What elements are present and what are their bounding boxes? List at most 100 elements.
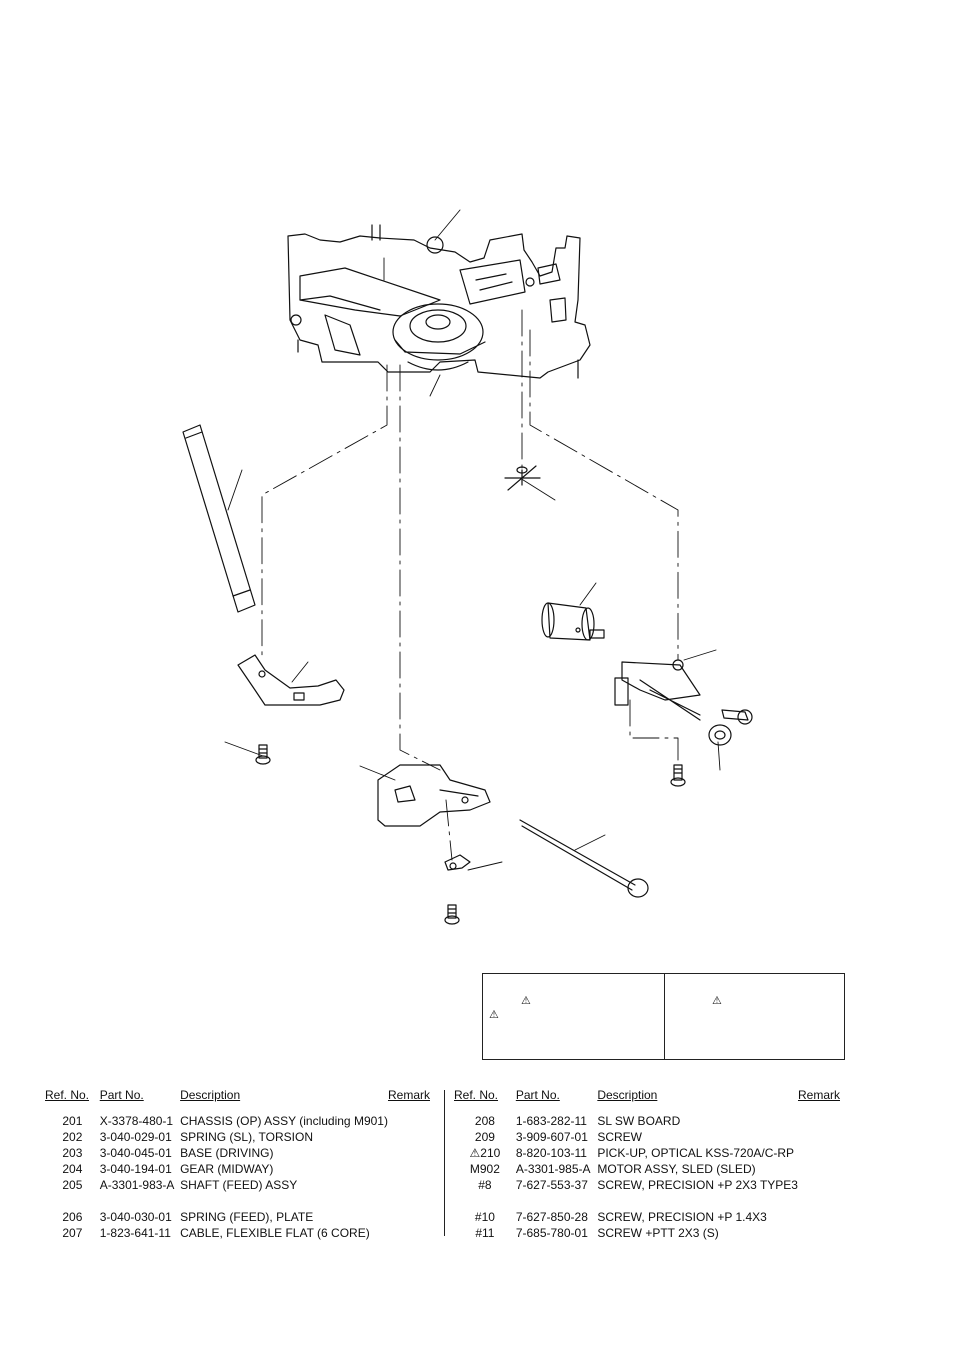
table-row: 205 A-3301-983-A SHAFT (FEED) ASSY (45, 1177, 430, 1193)
description: SPRING (FEED), PLATE (180, 1210, 314, 1224)
exploded-view-diagram (182, 209, 753, 925)
table-row: 204 3-040-194-01 GEAR (MIDWAY) (45, 1161, 430, 1177)
ref-no: #11 (475, 1226, 495, 1240)
part-no: A-3301-983-A (99, 1178, 175, 1192)
warning-icon: ⚠ (712, 995, 722, 1007)
col-description: Description (180, 1088, 241, 1102)
precision-screw (721, 709, 753, 725)
remark (388, 1113, 430, 1129)
remark (798, 1209, 840, 1225)
sled-motor (541, 602, 605, 641)
col-part-no: Part No. (515, 1088, 560, 1102)
part-no: 1-683-282-11 (515, 1114, 587, 1128)
spring-torsion-part (237, 654, 345, 706)
parts-table-right: Ref. No. Part No. Description Remark 208… (454, 1088, 840, 1241)
description: SCREW, PRECISION +P 2X3 TYPE3 (597, 1178, 798, 1192)
description: PICK-UP, OPTICAL KSS-720A/C-RP (597, 1146, 795, 1160)
warning-icon: ⚠ (521, 995, 531, 1007)
ref-no: 206 (62, 1210, 83, 1224)
part-no: 3-909-607-01 (515, 1130, 588, 1144)
spring-feed-plate (444, 854, 471, 871)
table-header: Ref. No. Part No. Description Remark (454, 1088, 840, 1113)
part-no: 8-820-103-11 (515, 1146, 587, 1160)
description: BASE (DRIVING) (180, 1146, 274, 1160)
motor-bracket (614, 659, 701, 721)
description: SPRING (SL), TORSION (180, 1130, 314, 1144)
table-row: 206 3-040-030-01 SPRING (FEED), PLATE (45, 1209, 430, 1225)
part-no: 7-627-553-37 (515, 1178, 588, 1192)
part-no: 3-040-029-01 (99, 1130, 172, 1144)
description: SHAFT (FEED) ASSY (180, 1178, 298, 1192)
screw-center-top (504, 465, 541, 491)
part-no: 3-040-030-01 (99, 1210, 172, 1224)
description: GEAR (MIDWAY) (180, 1162, 274, 1176)
chassis-assembly (287, 224, 591, 379)
screw-bottom (444, 904, 460, 925)
ref-no: 207 (62, 1226, 83, 1240)
ref-no: 204 (62, 1162, 83, 1176)
ref-no: #8 (478, 1178, 492, 1192)
table-row: 207 1-823-641-11 CABLE, FLEXIBLE FLAT (6 C… (45, 1225, 430, 1241)
remark (798, 1129, 840, 1145)
col-ref-no: Ref. No. (45, 1088, 90, 1102)
col-remark: Remark (797, 1088, 840, 1102)
ref-no: 203 (62, 1146, 83, 1160)
remark (388, 1129, 430, 1145)
dashed-assembly-lines (261, 257, 679, 861)
leader-lines (224, 209, 721, 871)
screw-left (255, 744, 271, 765)
midway-gear (708, 724, 732, 746)
table-column-divider (444, 1090, 445, 1236)
ref-no: 201 (62, 1114, 83, 1128)
description: SCREW (597, 1130, 642, 1144)
part-no: 3-040-045-01 (99, 1146, 172, 1160)
description: SCREW, PRECISION +P 1.4X3 (597, 1210, 767, 1224)
table-row: 202 3-040-029-01 SPRING (SL), TORSION (45, 1129, 430, 1145)
remark (388, 1161, 430, 1177)
remark (798, 1145, 840, 1161)
remark (388, 1177, 430, 1193)
part-no: 3-040-194-01 (99, 1162, 172, 1176)
warning-notice-box: ⚠ ⚠ ⚠ (482, 973, 845, 1060)
ref-no: M902 (469, 1162, 500, 1176)
table-row: #8 7-627-553-37 SCREW, PRECISION +P 2X3 TY… (454, 1177, 840, 1193)
table-row-spacer (45, 1193, 430, 1209)
col-remark: Remark (387, 1088, 430, 1102)
table-row: ⚠210 8-820-103-11 PICK-UP, OPTICAL KSS-720… (454, 1145, 840, 1161)
optical-pickup (377, 764, 491, 827)
remark (388, 1209, 430, 1225)
ref-no: 208 (474, 1114, 495, 1128)
remark (798, 1225, 840, 1241)
description: CHASSIS (OP) ASSY (including M901) (180, 1114, 388, 1128)
description: SL SW BOARD (597, 1114, 681, 1128)
table-row: #11 7-685-780-01 SCREW +PTT 2X3 (S) (454, 1225, 840, 1241)
remark (388, 1225, 430, 1241)
part-no: 1-823-641-11 (99, 1226, 171, 1240)
description: SCREW +PTT 2X3 (S) (597, 1226, 719, 1240)
feed-shaft (519, 819, 649, 898)
part-no: 7-685-780-01 (515, 1226, 588, 1240)
table-row: 209 3-909-607-01 SCREW (454, 1129, 840, 1145)
ref-no: 202 (62, 1130, 83, 1144)
col-description: Description (597, 1088, 658, 1102)
col-part-no: Part No. (99, 1088, 144, 1102)
table-row: #10 7-627-850-28 SCREW, PRECISION +P 1.4X3 (454, 1209, 840, 1225)
ref-no: ⚠210 (469, 1146, 501, 1160)
ref-no: #10 (474, 1210, 495, 1224)
table-row-spacer (454, 1193, 840, 1209)
remark (388, 1145, 430, 1161)
part-no: 7-627-850-28 (515, 1210, 588, 1224)
table-header: Ref. No. Part No. Description Remark (45, 1088, 430, 1113)
table-row: 208 1-683-282-11 SL SW BOARD (454, 1113, 840, 1129)
warning-icon: ⚠ (489, 1009, 499, 1021)
ref-no: 205 (62, 1178, 83, 1192)
col-ref-no: Ref. No. (454, 1088, 499, 1102)
table-row: 203 3-040-045-01 BASE (DRIVING) (45, 1145, 430, 1161)
warning-box-divider (664, 974, 665, 1059)
description: CABLE, FLEXIBLE FLAT (6 CORE) (180, 1226, 370, 1240)
ref-no: 209 (474, 1130, 495, 1144)
flexible-flat-cable (182, 424, 256, 613)
remark (798, 1177, 840, 1193)
